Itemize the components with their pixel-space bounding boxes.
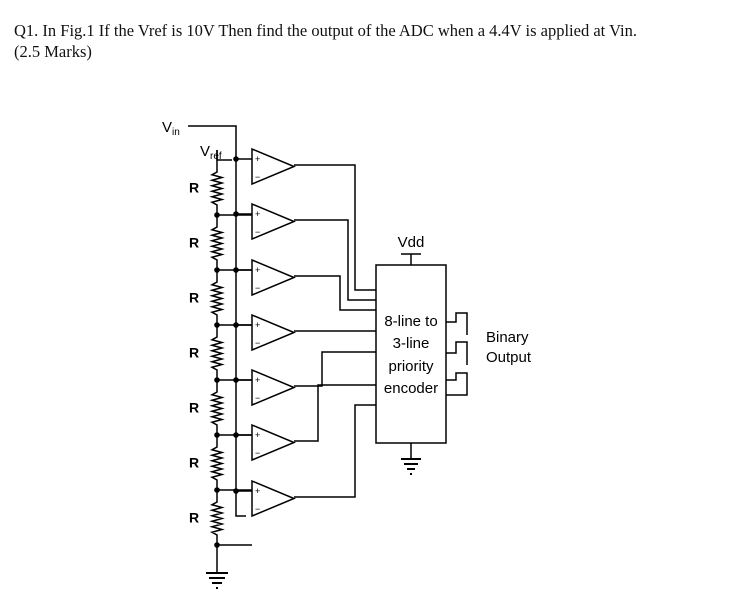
resistor-label: R: [189, 510, 199, 526]
resistor-labels: R R R R R R R: [189, 180, 199, 526]
minus-sign: −: [255, 504, 260, 514]
encoder-ground-symbol: [401, 443, 421, 475]
vref-wire: [216, 150, 232, 161]
plus-sign: +: [255, 209, 260, 219]
comparator-triangle: [251, 423, 296, 462]
resistor-label: R: [189, 290, 199, 306]
ladder-ground-symbol: [206, 572, 228, 589]
plus-sign: +: [255, 375, 260, 385]
comparator: +−: [217, 479, 296, 546]
svg-text:3-line: 3-line: [393, 335, 430, 352]
comparator: +−: [217, 202, 296, 271]
minus-sign: −: [255, 172, 260, 182]
minus-sign: −: [255, 227, 260, 237]
svg-text:encoder: encoder: [384, 380, 438, 397]
comparator-bank: +−+−+−+−+−+−+−: [217, 147, 296, 546]
priority-encoder-block: [375, 264, 447, 444]
comparator: +−: [217, 258, 296, 326]
comparator: +−: [217, 423, 296, 491]
comparator-triangle: [251, 368, 296, 407]
vdd-label: Vdd: [398, 234, 425, 251]
question-marks: (2.5 Marks): [14, 42, 92, 61]
resistor-label: R: [189, 180, 199, 196]
comparator-triangle: [251, 258, 296, 297]
comparator-output-wires: [294, 164, 376, 498]
ladder-wire: [209, 150, 225, 573]
comparator-triangle: [251, 479, 296, 518]
svg-text:8-line to: 8-line to: [384, 313, 437, 330]
resistor-label: R: [189, 455, 199, 471]
svg-text:priority: priority: [388, 358, 434, 375]
svg-text:Output: Output: [486, 349, 532, 366]
comparator-triangle: [251, 313, 296, 352]
comparator-triangle: [251, 147, 296, 186]
question-line-1: Q1. In Fig.1 If the Vref is 10V Then fin…: [14, 21, 637, 40]
plus-sign: +: [255, 486, 260, 496]
vin-label: Vin: [162, 119, 180, 138]
vdd-supply-symbol: [401, 253, 421, 265]
vref-label: Vref: [200, 143, 222, 162]
resistor-label: R: [189, 345, 199, 361]
binary-output-label: Binary Output: [486, 329, 532, 366]
plus-sign: +: [255, 430, 260, 440]
vin-bus: [188, 125, 246, 517]
resistor-label: R: [189, 235, 199, 251]
binary-output-lines: [446, 312, 468, 396]
resistor-label: R: [189, 400, 199, 416]
minus-sign: −: [255, 448, 260, 458]
minus-sign: −: [255, 393, 260, 403]
question-text: Q1. In Fig.1 If the Vref is 10V Then fin…: [14, 20, 734, 62]
svg-text:Binary: Binary: [486, 329, 529, 346]
minus-sign: −: [255, 338, 260, 348]
comparator-triangle: [251, 202, 296, 241]
comparator: +−: [217, 147, 296, 216]
plus-sign: +: [255, 320, 260, 330]
minus-sign: −: [255, 283, 260, 293]
plus-sign: +: [255, 154, 260, 164]
resistor-ladder: [209, 150, 232, 573]
encoder-label: 8-line to 3-line priority encoder: [384, 313, 438, 397]
plus-sign: +: [255, 265, 260, 275]
